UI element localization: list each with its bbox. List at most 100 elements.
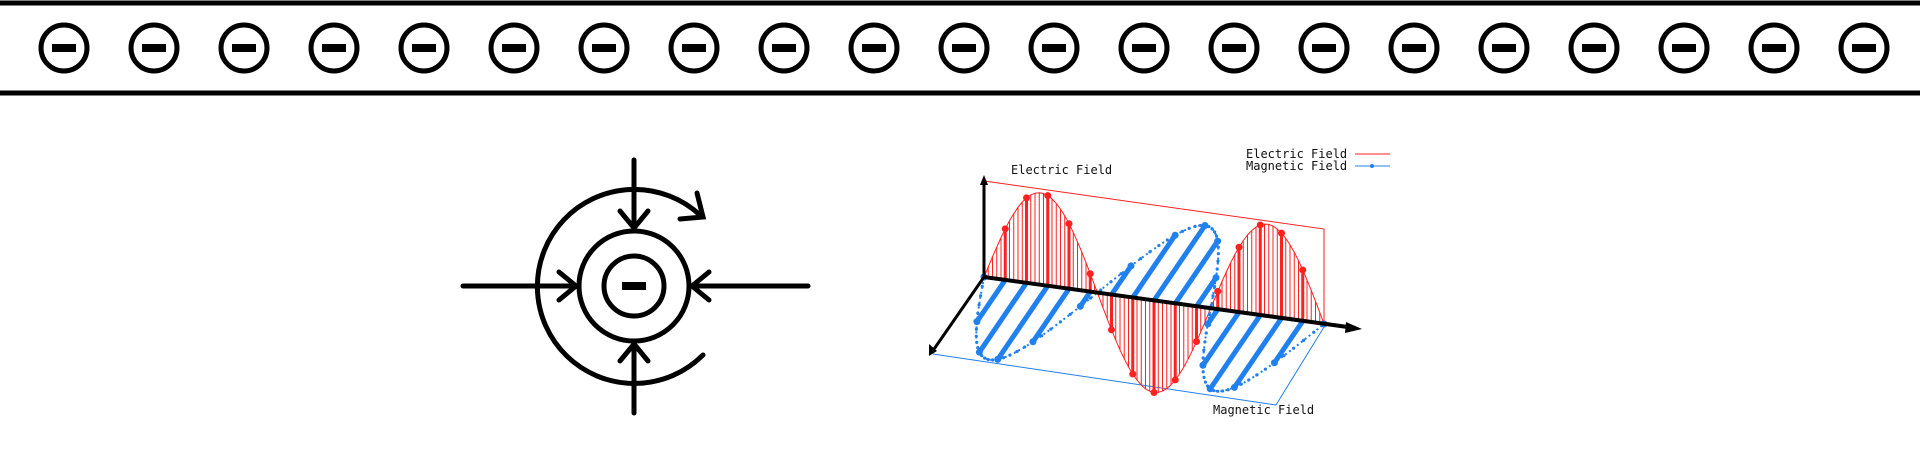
magnetic-point (1247, 378, 1251, 382)
electron-circle (1388, 22, 1440, 74)
rotation-arrowhead (677, 190, 707, 222)
electric-field-stems (987, 192, 1321, 393)
electron-field-sphere (460, 157, 811, 416)
magnetic-point (974, 327, 978, 331)
electron-icon (1478, 22, 1530, 74)
electric-marker (1214, 287, 1222, 295)
magnetic-point (1216, 389, 1220, 393)
magnetic-point (1209, 303, 1213, 307)
electron-icon (1208, 22, 1260, 74)
magnetic-point (1068, 312, 1072, 316)
electron-circle (578, 22, 630, 74)
electron-circle (938, 22, 990, 74)
electron-circle (398, 22, 450, 74)
magnetic-point (1099, 288, 1103, 292)
magnetic-point (1157, 243, 1161, 248)
magnetic-point (1239, 382, 1243, 386)
electron-icon (758, 22, 810, 74)
electron-circle (1568, 22, 1620, 74)
legend-magnetic-marker (1370, 164, 1374, 168)
magnetic-field-markers (973, 222, 1328, 393)
magnetic-point (1216, 259, 1220, 263)
magnetic-point (1212, 388, 1216, 393)
electric-marker (1150, 389, 1158, 396)
electron-circle (38, 22, 90, 74)
magnetic-point (1187, 226, 1191, 230)
electron-circle (1118, 22, 1170, 74)
magnetic-stem (1194, 276, 1219, 308)
magnetic-stem (1208, 313, 1263, 391)
electric-marker (1108, 326, 1115, 334)
electron-circle (848, 22, 900, 74)
electron-icon (1658, 22, 1710, 74)
magnetic-point (1198, 223, 1202, 228)
magnetic-point (983, 356, 987, 360)
magnetic-marker (1270, 359, 1278, 367)
magnetic-point (1312, 330, 1316, 334)
magnetic-point (1201, 356, 1205, 360)
magnetic-point (974, 334, 978, 338)
electron-icon (398, 22, 450, 74)
magnetic-field-label: Magnetic Field (1213, 403, 1314, 417)
electron-icon (1298, 22, 1350, 74)
magnetic-point (1040, 334, 1044, 338)
arrowhead-top (617, 208, 651, 232)
magnetic-marker (994, 355, 1002, 363)
magnetic-marker (1201, 222, 1209, 229)
magnetic-stem (1030, 287, 1072, 344)
arrowhead-bottom (617, 340, 651, 364)
magnetic-point (1211, 294, 1215, 298)
magnetic-stem (995, 284, 1050, 361)
depth-axis (930, 276, 986, 353)
magnetic-point (1207, 313, 1212, 317)
magnetic-stem (1200, 310, 1242, 367)
magnetic-marker (1171, 231, 1179, 239)
magnetic-point (1202, 375, 1206, 379)
magnetic-point (1008, 353, 1012, 357)
electric-marker (1129, 370, 1137, 378)
electron-icon (488, 22, 540, 74)
electric-marker (1171, 376, 1179, 384)
magnetic-plane-outline (932, 326, 1325, 406)
electron-slot (38, 22, 1890, 74)
magnetic-point (976, 346, 980, 350)
legend-electric-label: Electric Field (1246, 147, 1347, 161)
magnetic-point (1263, 367, 1267, 371)
magnetic-point (1148, 250, 1152, 254)
magnetic-point (1023, 345, 1027, 349)
vertical-axis-arrowhead (980, 175, 988, 185)
electric-marker (1299, 266, 1307, 274)
electron-circle (1658, 22, 1710, 74)
magnetic-stem (1173, 239, 1220, 305)
magnetic-marker (973, 318, 981, 326)
magnetic-marker (1206, 385, 1214, 393)
magnetic-point (1212, 230, 1217, 234)
electron-icon (1838, 22, 1890, 74)
magnetic-point (1001, 356, 1006, 360)
electron-circle (1298, 22, 1350, 74)
electron-icon (578, 22, 630, 74)
magnetic-point (1210, 227, 1214, 231)
magnetic-stem (977, 281, 1029, 354)
magnetic-point (1215, 267, 1219, 271)
magnetic-point (980, 284, 984, 289)
magnetic-marker (1029, 338, 1037, 346)
magnetic-point (1203, 380, 1208, 384)
magnetic-stem (1232, 316, 1284, 389)
magnetic-stem (974, 278, 1008, 324)
magnetic-point (1204, 331, 1208, 335)
magnetic-marker (1204, 320, 1212, 328)
magnetic-point (1058, 320, 1062, 324)
magnetic-point (1193, 224, 1197, 228)
depth-axis-arrowhead (929, 344, 937, 356)
magnetic-point (1255, 373, 1259, 377)
electron-row (0, 0, 1920, 96)
electric-marker (1193, 338, 1200, 346)
magnetic-marker (1214, 237, 1222, 245)
electron-circle (668, 22, 720, 74)
em-wave-diagram: Electric Field Magnetic Field Electric F… (929, 147, 1390, 417)
magnetic-point (986, 357, 990, 362)
magnetic-stem (1151, 224, 1208, 302)
magnetic-point (1088, 296, 1093, 300)
